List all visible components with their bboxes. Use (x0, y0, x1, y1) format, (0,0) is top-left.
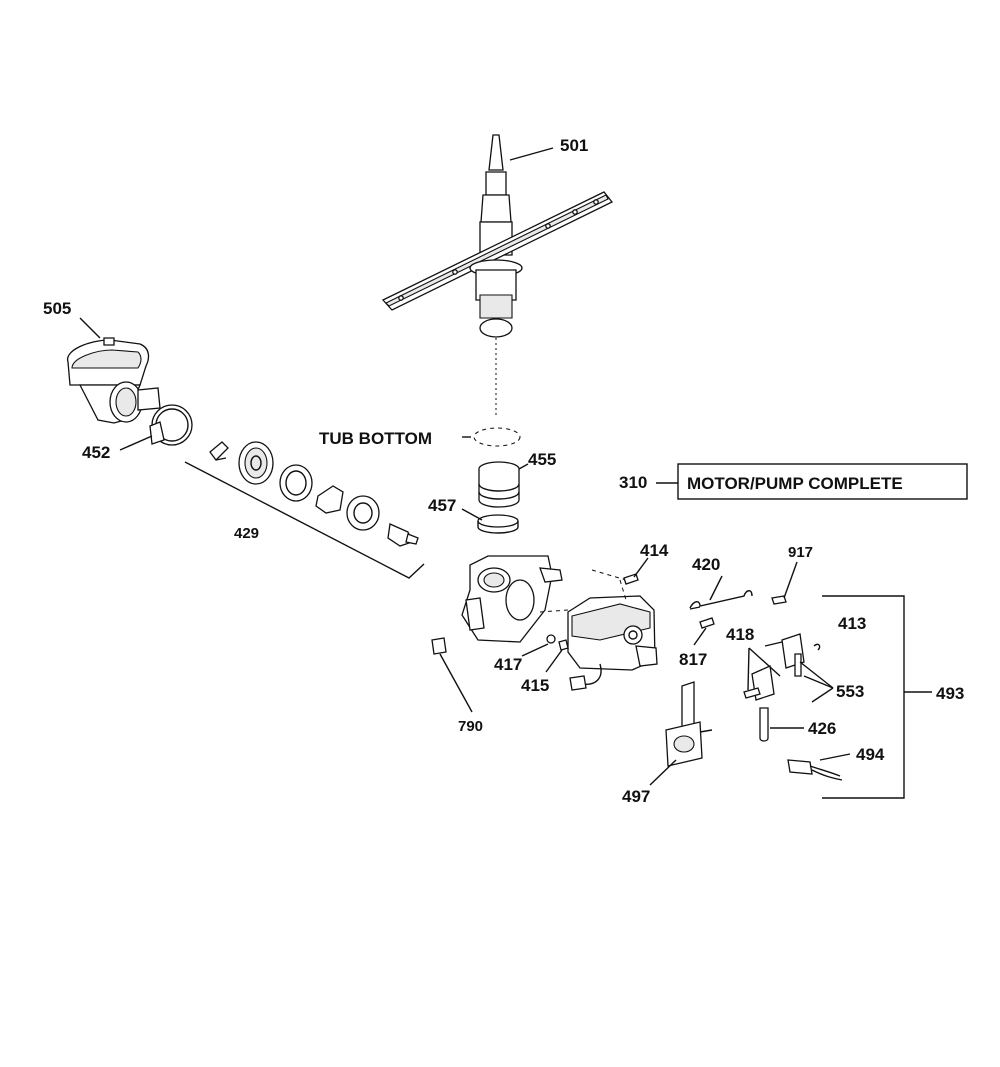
clamp-457-shape (477, 514, 519, 534)
label-501: 501 (560, 136, 588, 155)
label-420: 420 (692, 555, 720, 574)
label-553: 553 (836, 682, 864, 701)
label-505: 505 (43, 299, 71, 318)
label-790: 790 (458, 718, 483, 735)
label-413: 413 (838, 614, 866, 633)
label-310: 310 (619, 473, 647, 492)
label-494: 494 (856, 745, 885, 764)
sump-housing-505 (67, 337, 161, 424)
label-455: 455 (528, 450, 556, 469)
hose-clamp-452 (149, 404, 193, 446)
label-493: 493 (936, 684, 964, 703)
bracket-493 (822, 595, 905, 799)
motor (567, 595, 658, 691)
screw-817 (699, 617, 715, 629)
bracket-parts (743, 633, 843, 781)
leader-lines (79, 147, 851, 786)
motor-pump-complete-box (677, 463, 968, 500)
link-rod-420 (689, 590, 753, 609)
screw-guide-line-2 (619, 579, 627, 601)
solenoid-497 (665, 681, 713, 767)
label-452: 452 (82, 443, 110, 462)
nut-415 (558, 639, 569, 651)
impeller-parts-429 (209, 441, 419, 547)
screw-guide-line (591, 569, 627, 581)
label-457: 457 (428, 496, 456, 515)
label-414: 414 (640, 541, 669, 560)
spray-arm-assembly (381, 134, 614, 338)
seal-455-shape (478, 461, 520, 508)
label-418: 418 (726, 625, 754, 644)
label-429: 429 (234, 525, 259, 542)
washer-417 (546, 634, 556, 644)
label-817: 817 (679, 650, 707, 669)
label-417: 417 (494, 655, 522, 674)
bracket-429 (184, 461, 425, 579)
label-497: 497 (622, 787, 650, 806)
screw-917 (771, 595, 787, 605)
tub-bottom-ring (473, 427, 521, 447)
label-415: 415 (521, 676, 549, 695)
pump-housing (461, 555, 563, 643)
label-motor-pump-complete: MOTOR/PUMP COMPLETE (687, 474, 903, 493)
label-917: 917 (788, 544, 813, 561)
label-tub-bottom: TUB BOTTOM (319, 429, 432, 448)
label-426: 426 (808, 719, 836, 738)
clip-790 (431, 637, 447, 655)
